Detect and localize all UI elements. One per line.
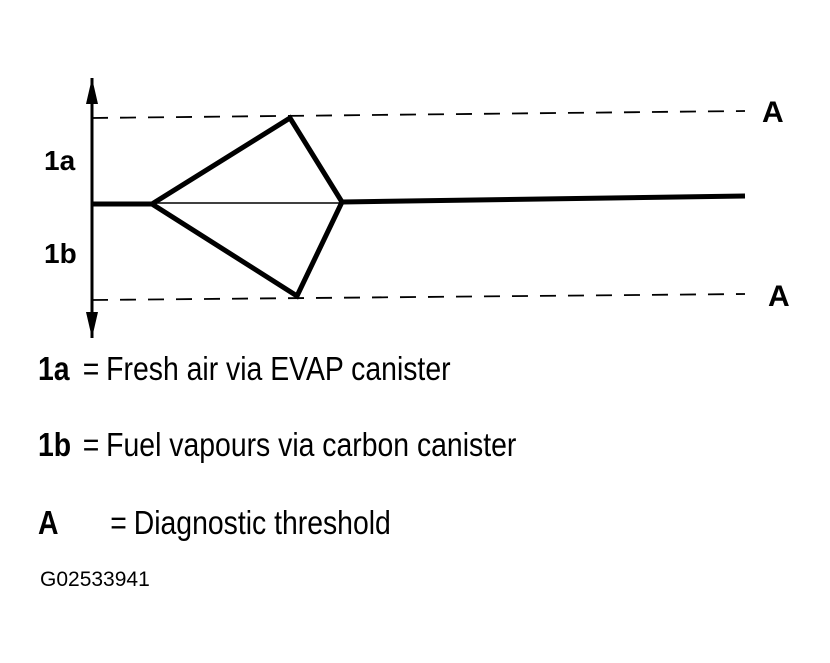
legend-item-a: A =Diagnostic threshold xyxy=(38,506,391,539)
legend-item-1a: 1a =Fresh air via EVAP canister xyxy=(38,352,451,385)
axis-label-1a: 1a xyxy=(44,145,76,176)
signal-baseline-right xyxy=(341,193,746,205)
signal-lower-excursion-1b xyxy=(150,200,345,300)
legend-equals: = xyxy=(110,504,127,541)
legend-key: 1a xyxy=(38,350,70,387)
legend-description: Fuel vapours via carbon canister xyxy=(106,426,517,463)
legend-description: Diagnostic threshold xyxy=(133,504,391,541)
signal-upper-excursion-1a xyxy=(150,114,345,207)
axis-arrow-down xyxy=(86,312,98,338)
upper-threshold-dashed-line xyxy=(91,110,746,119)
threshold-label-lower: A xyxy=(768,280,790,313)
axis-label-1b: 1b xyxy=(44,238,77,269)
figure-id: G02533941 xyxy=(40,568,150,591)
legend-key: 1b xyxy=(38,426,72,463)
lower-threshold-dashed-line xyxy=(91,293,746,301)
legend-description: Fresh air via EVAP canister xyxy=(106,350,451,387)
axis-arrow-up xyxy=(86,78,98,104)
legend-equals: = xyxy=(82,426,100,463)
legend-equals: = xyxy=(82,350,100,387)
threshold-label-upper: A xyxy=(762,96,784,129)
legend-item-1b: 1b =Fuel vapours via carbon canister xyxy=(38,428,516,461)
legend-key: A xyxy=(38,504,59,541)
